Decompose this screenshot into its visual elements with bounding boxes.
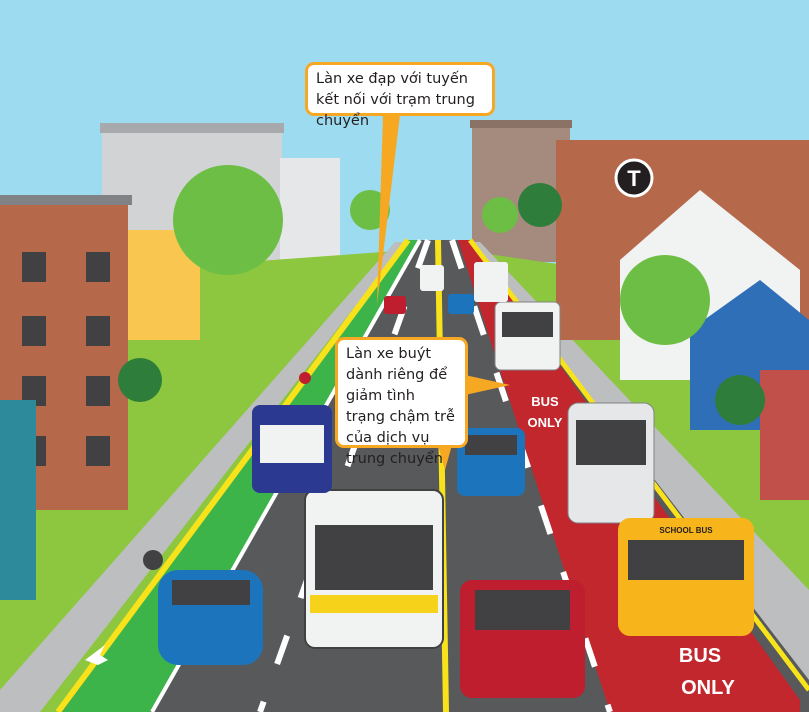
svg-text:SCHOOL BUS: SCHOOL BUS [659, 526, 713, 535]
callout-bike-lane: Làn xe đạp với tuyến kết nối với trạm tr… [305, 62, 495, 129]
bike-lane [62, 240, 420, 712]
tree [482, 197, 518, 233]
tree [173, 165, 283, 275]
bus-only-near-2: ONLY [681, 677, 735, 699]
bus-blue [252, 405, 332, 493]
lane-dash-right [449, 239, 613, 712]
bus-far [494, 301, 561, 371]
tree [518, 183, 562, 227]
bus-coach [567, 402, 655, 524]
car-red [460, 580, 585, 698]
bus-white-left [304, 489, 444, 649]
lane-dash-left [257, 238, 431, 712]
bus-only-far-2: ONLY [528, 415, 563, 430]
svg-text:T: T [627, 166, 641, 191]
tree [118, 358, 162, 402]
house-teal [0, 400, 36, 600]
tree [620, 255, 710, 345]
transit-logo [614, 158, 654, 198]
callout-bike-lane-text: Làn xe đạp với tuyến kết nối với trạm tr… [316, 71, 475, 129]
callout-pointer [438, 445, 452, 470]
callout-bus-lane: Làn xe buýt dành riêng để giảm tình trạn… [335, 337, 468, 467]
car-far-red [384, 296, 406, 314]
callout-pointer [377, 115, 400, 305]
bus-only-near-1: BUS [679, 645, 721, 667]
car-blue-left [158, 570, 263, 665]
cyclist [143, 550, 163, 570]
bike-arrow-icon [85, 645, 108, 665]
callout-pointer [465, 375, 510, 395]
tree [715, 375, 765, 425]
sidewalk-left [0, 242, 405, 712]
center-line [435, 239, 449, 712]
bus-only-far-1: BUS [531, 394, 559, 409]
bus-far-2 [474, 262, 508, 302]
cyclist [299, 372, 311, 384]
car-blue-center [457, 428, 525, 496]
callout-bus-lane-text: Làn xe buýt dành riêng để giảm tình trạn… [346, 346, 455, 467]
car-far-white [420, 265, 444, 291]
house-red [760, 370, 809, 500]
car-far-blue [448, 294, 474, 314]
school-bus: SCHOOL BUS [618, 518, 754, 636]
